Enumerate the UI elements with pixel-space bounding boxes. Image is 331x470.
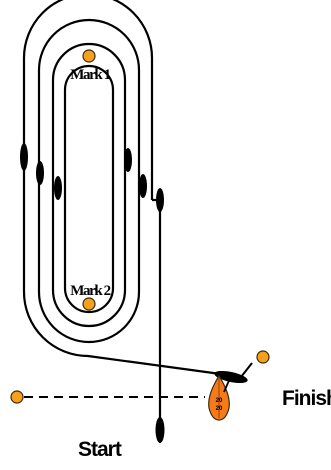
direction-markers: [20, 143, 165, 443]
direction-arrow-icon: [155, 417, 165, 443]
start-label: Start: [78, 438, 122, 461]
direction-arrow-icon: [20, 143, 28, 171]
direction-arrow-icon: [54, 176, 62, 200]
finish-label: Finish: [282, 387, 331, 410]
direction-arrow-icon: [156, 188, 164, 212]
mark-2-buoy-icon: [82, 297, 96, 311]
course-track: [22, 0, 229, 440]
mark-1-label: Mark 1: [70, 67, 110, 83]
finish-buoy-icon: [256, 350, 270, 364]
mark-1-buoy-icon: [82, 49, 96, 63]
committee-boat-icon: 20 20: [208, 374, 232, 421]
track-start-line-up: [152, 198, 162, 440]
track-return-second: [37, 170, 141, 344]
boat-sail-number-bottom: 20: [216, 406, 223, 412]
track-return-outer-to-finish: [22, 155, 229, 377]
track-loop-outer: [22, 0, 154, 200]
boat-sail-number-top: 20: [216, 398, 223, 404]
track-loop-inner: [63, 64, 115, 314]
mark-2-label: Mark 2: [70, 283, 110, 299]
start-buoy-icon: [10, 390, 24, 404]
track-loop-third: [51, 42, 127, 190]
direction-arrow-icon: [139, 174, 147, 198]
direction-arrow-icon: [36, 161, 44, 185]
track-return-third: [51, 155, 127, 328]
direction-arrow-icon: [124, 148, 132, 172]
buoys: [10, 49, 270, 404]
track-loop-second: [37, 18, 141, 185]
